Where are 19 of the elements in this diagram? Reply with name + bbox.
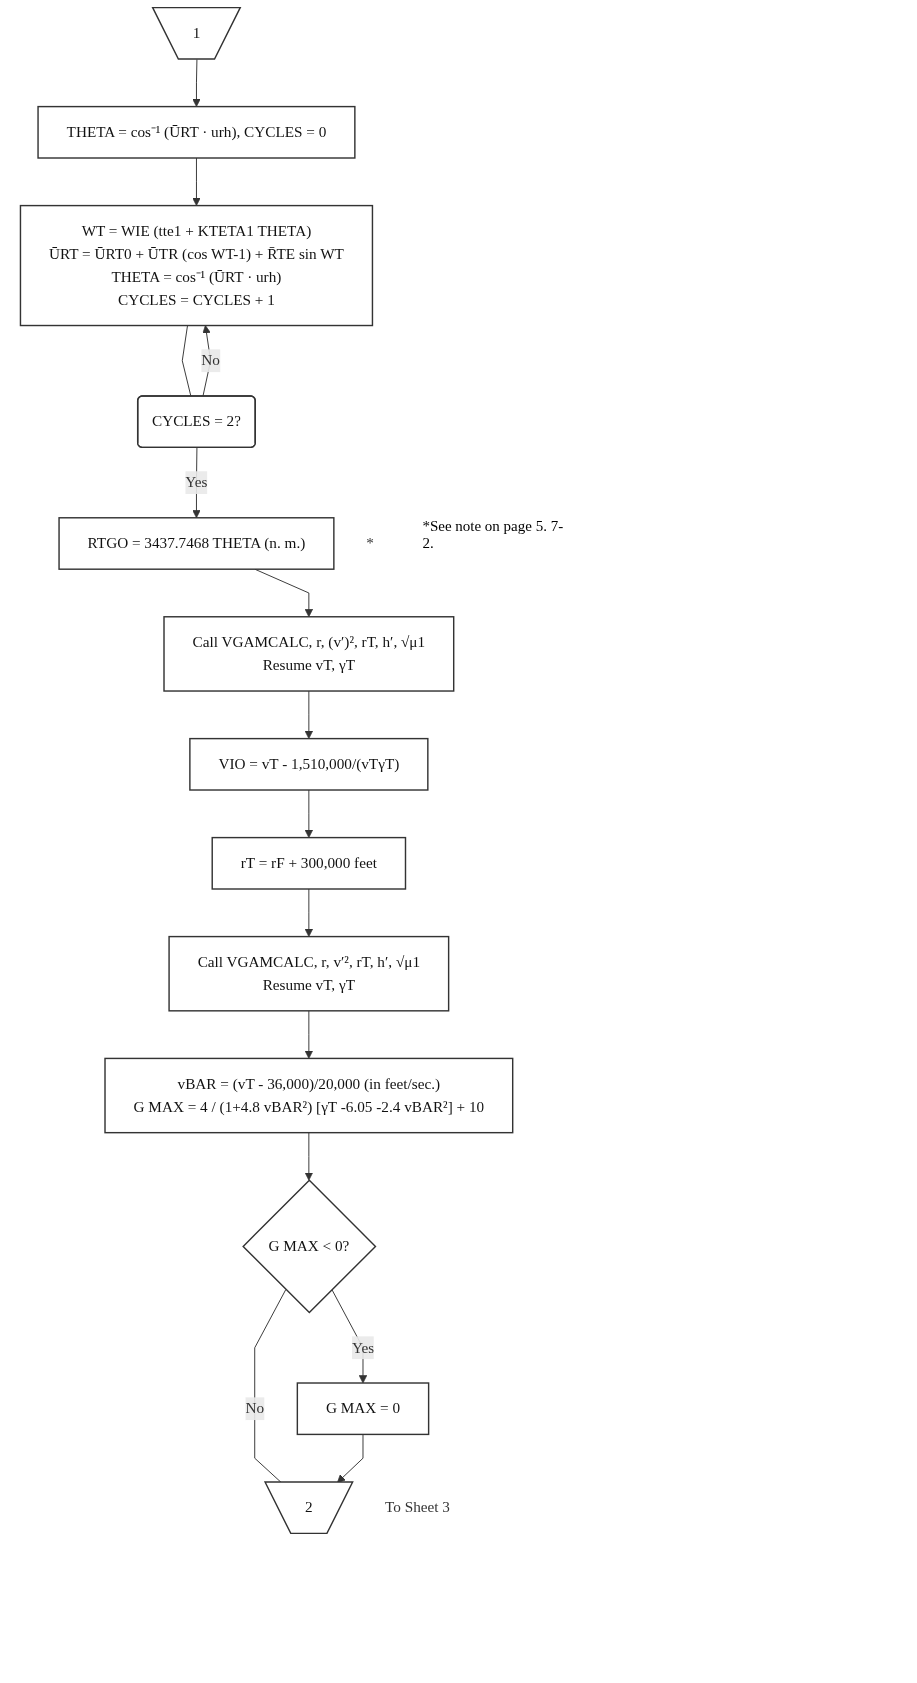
connector xyxy=(254,1289,287,1483)
node-box: RTGO = 3437.7468 THETA (n. m.) xyxy=(58,517,335,570)
node-box: rT = rF + 300,000 feet xyxy=(211,836,407,890)
connector xyxy=(181,325,192,397)
node-box: Call VGAMCALC, r, v′², rT, h′, √μ1 Resume vT, γT xyxy=(168,935,450,1012)
node-box: THETA = cos⁻¹ (ŪRT · urh), CYCLES = 0 xyxy=(37,105,356,159)
footnote: *See note on page 5. 7-2. xyxy=(422,517,565,552)
node-box: vBAR = (vT - 36,000)/20,000 (in feet/sec.) G MAX = 4 / (1+4.8 vBAR²) [γT -6.05 -2.4 vBAR²] + 10 xyxy=(104,1057,514,1134)
node-label: * xyxy=(366,534,374,552)
edge-label: Yes xyxy=(185,474,208,491)
node-label: To Sheet 3 xyxy=(385,1499,450,1516)
node-box: G MAX = 0 xyxy=(296,1382,430,1436)
edge-label: No xyxy=(245,1400,265,1417)
edge-label: Yes xyxy=(351,1339,375,1356)
edge-label: No xyxy=(201,352,220,369)
node-diamond: G MAX < 0? xyxy=(242,1179,377,1314)
node-box: VIO = vT - 1,510,000/(vTγT) xyxy=(189,737,429,791)
node-box: WT = WIE (tte1 + KTETA1 THETA) ŪRT = ŪRT0 + ŪTR (cos WT-1) + R̄TE sin WT THETA = cos⁻¹ (ŪRT · urh) CYCLES = CYCLES + 1 xyxy=(19,204,374,327)
node-box: Call VGAMCALC, r, (v′)², rT, h′, √μ1 Resume vT, γT xyxy=(163,616,455,692)
